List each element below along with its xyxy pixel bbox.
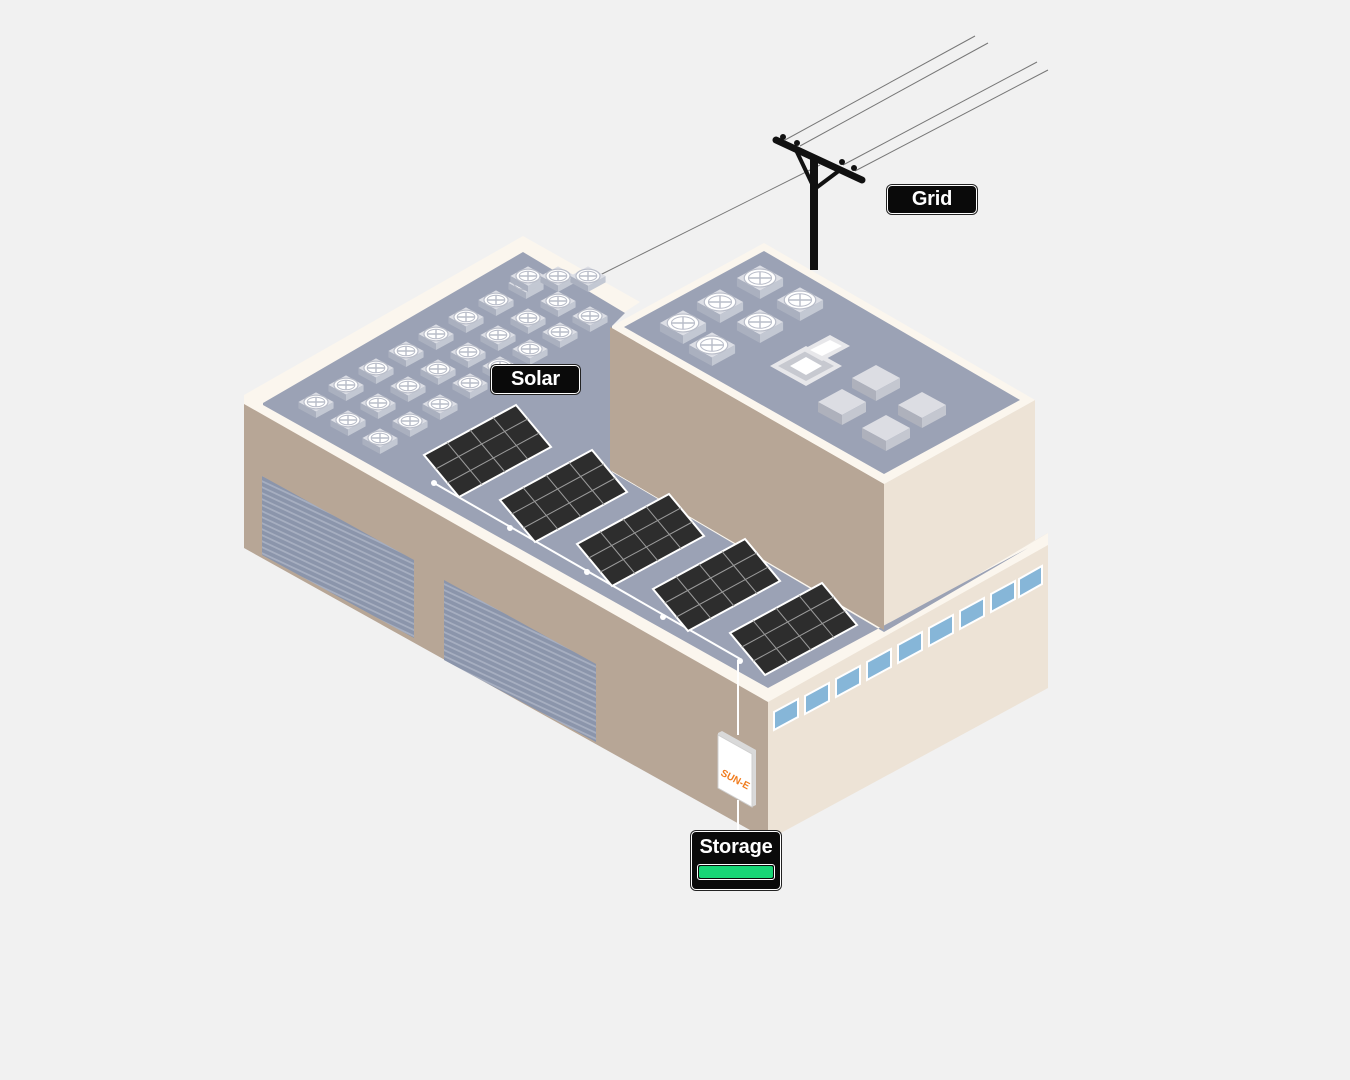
- hvac-unit-icon: [298, 392, 334, 418]
- grid-label: Grid: [887, 185, 977, 214]
- hvac-unit-icon: [512, 339, 548, 365]
- box-a: [852, 365, 900, 401]
- hvac-unit-icon: [478, 290, 514, 316]
- hvac-unit-icon: [448, 307, 484, 333]
- hvac-unit-icon: [540, 266, 576, 292]
- hvac-unit-icon: [736, 309, 784, 343]
- solar-panel-icon: [651, 537, 782, 633]
- hvac-unit-icon: [510, 308, 546, 334]
- hvac-unit-icon: [688, 332, 736, 366]
- low-building-block: [244, 236, 1048, 840]
- hvac-unit-icon: [480, 325, 516, 351]
- hvac-unit-icon: [388, 341, 424, 367]
- garage-door-right: [444, 580, 596, 742]
- side-windows: [773, 564, 1043, 732]
- hvac-unit-icon: [450, 342, 486, 368]
- inverter-icon: SUN-E: [717, 731, 756, 808]
- utility-pole-icon: [772, 134, 866, 270]
- battery-level-bar: [699, 866, 773, 878]
- skylight-2: [802, 335, 850, 361]
- hvac-unit-icon: [422, 394, 458, 420]
- solar-label-text: Solar: [510, 368, 561, 390]
- hvac-unit-icon: [572, 306, 608, 332]
- garage-door-left: [262, 476, 414, 638]
- hvac-unit-icon: [390, 376, 426, 402]
- hvac-units-tall-roof: [659, 265, 824, 366]
- hvac-units-low-roof: [298, 266, 608, 454]
- rooftop-boxes: [770, 335, 946, 451]
- solar-panel-icon: [728, 581, 859, 677]
- hvac-unit-icon: [358, 358, 394, 384]
- hvac-unit-icon: [776, 287, 824, 321]
- hvac-unit-icon: [418, 324, 454, 350]
- hvac-unit-icon: [696, 289, 744, 323]
- grid-label-text: Grid: [911, 188, 953, 210]
- hvac-unit-icon: [659, 310, 707, 344]
- hvac-unit-icon: [510, 266, 546, 292]
- hvac-unit-icon: [330, 410, 366, 436]
- hvac-unit-icon: [452, 373, 488, 399]
- power-lines: [599, 35, 1049, 276]
- hvac-unit-icon: [420, 359, 456, 385]
- solar-label: Solar: [491, 365, 580, 394]
- box-c: [898, 392, 946, 428]
- storage-label: Storage: [691, 831, 781, 890]
- hvac-unit-icon: [570, 266, 606, 292]
- box-d: [862, 415, 910, 451]
- hvac-unit-icon: [540, 291, 576, 317]
- hvac-unit-icon: [542, 322, 578, 348]
- solar-array: [422, 403, 859, 677]
- solar-panel-icon: [422, 403, 553, 499]
- box-b: [818, 389, 866, 425]
- hvac-unit-icon: [362, 428, 398, 454]
- hvac-unit-icon: [328, 375, 364, 401]
- hvac-unit-icon: [392, 411, 428, 437]
- hvac-unit-icon: [736, 265, 784, 299]
- storage-label-text: Storage: [699, 836, 773, 858]
- battery-icon: [697, 864, 775, 880]
- hvac-unit-icon: [360, 393, 396, 419]
- solar-panel-icon: [575, 492, 706, 588]
- solar-panel-icon: [498, 448, 629, 544]
